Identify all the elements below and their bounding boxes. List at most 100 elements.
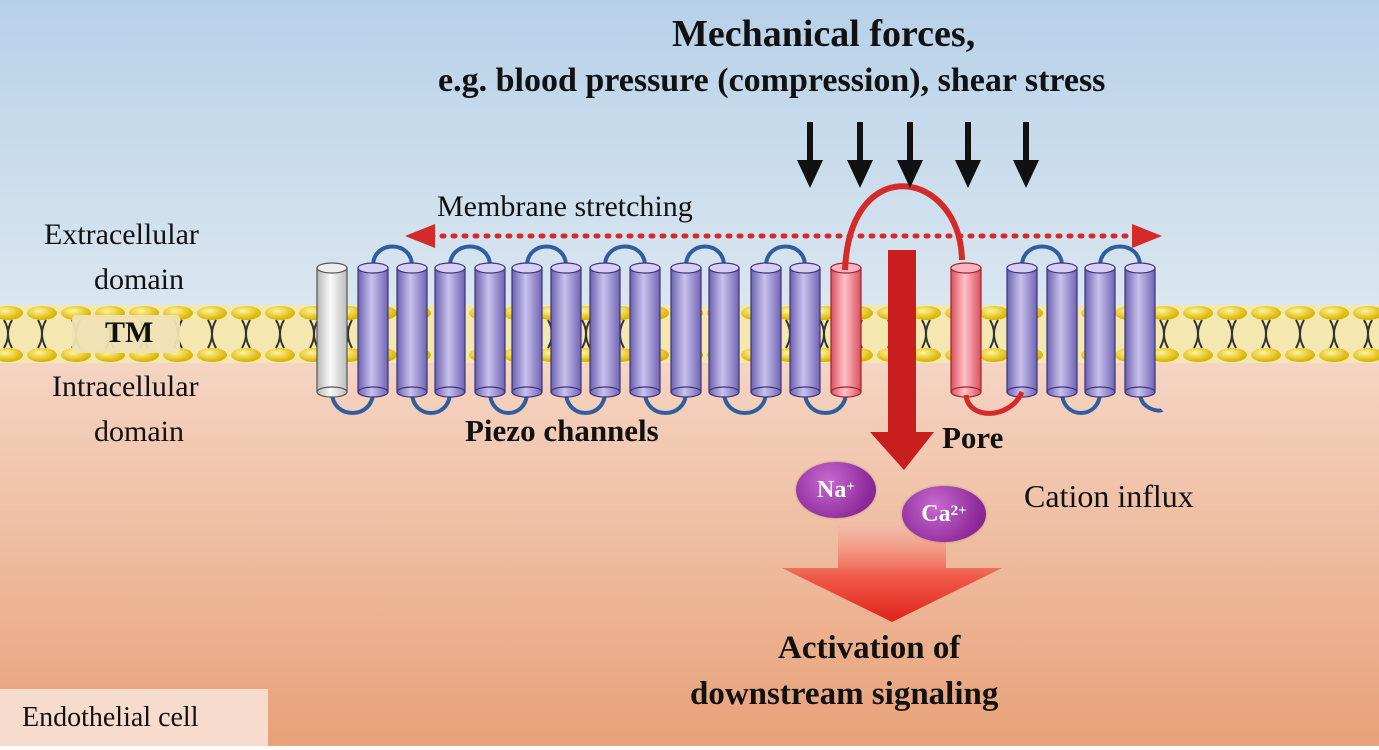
lipid-head-upper [197,306,227,320]
stretch-arrowhead-left [405,224,435,248]
helix-top-cap [708,262,740,274]
helix-body [434,267,466,393]
title-line-1: Mechanical forces, [672,13,976,55]
sodium-ion: Na+ [796,462,876,518]
lipid-tail [989,319,999,349]
helix-bottom-cap [1046,386,1078,398]
force-arrowhead [897,160,923,188]
lipid-tail [1193,319,1203,349]
force-arrowhead [1013,160,1039,188]
lipid-head-upper [1183,306,1213,320]
force-arrow-shaft [1023,122,1029,166]
helix-body [1046,267,1078,393]
extracellular-loop [371,244,414,267]
tm-label-background [72,315,180,353]
lipid-head-lower [1353,348,1379,362]
lipid-tail [1329,319,1339,349]
lipid-tail [241,319,251,349]
helix-body [1124,267,1156,393]
transmembrane-helix [629,262,661,398]
helix-body [670,267,702,393]
pore-label: Pore [942,420,1004,455]
helix-top-cap [550,262,582,274]
lipid-head-lower [0,348,23,362]
intracellular-label-line-2: domain [94,415,184,448]
mechanical-force-arrows [797,122,1039,188]
helix-bottom-cap [670,386,702,398]
lipid-tail [207,319,217,349]
lipid-head-lower [911,348,941,362]
lipid-head-upper [0,306,23,320]
helix-top-cap [589,262,621,274]
force-arrow [847,122,873,188]
helix-body [1006,267,1038,393]
helix-bottom-cap [629,386,661,398]
anchor-helix [316,262,348,398]
extracellular-loop [448,244,492,267]
force-arrow-shaft [857,122,863,166]
lipid-head-lower [1149,348,1179,362]
intracellular-loop [1060,391,1102,415]
helix-bottom-cap [830,386,862,398]
lipid-head-lower [231,348,261,362]
lipid-head-lower [27,348,57,362]
force-arrow-shaft [907,122,913,166]
lipid-tail [1363,319,1373,349]
helix-loops [330,244,1164,415]
lipid-tail [3,319,13,349]
helix-body [396,267,428,393]
transmembrane-helix [434,262,466,398]
lipid-head-upper [27,306,57,320]
helix-top-cap [670,262,702,274]
helix-bottom-cap [357,386,389,398]
lipid-head-lower [979,348,1009,362]
helix-body [1084,267,1116,393]
intracellular-loop [488,391,529,415]
extracellular-label-line-2: domain [94,263,184,296]
transmembrane-helix [357,262,389,398]
pore-helix [830,262,862,398]
helices [316,262,1156,398]
extracellular-loop [764,244,807,267]
stretch-arrowhead-right [1132,224,1162,248]
force-arrowhead [955,160,981,188]
helix-top-cap [629,262,661,274]
pore-bottom-loop [963,390,1025,416]
extracellular-loop [603,244,647,267]
helix-bottom-cap [511,386,543,398]
lipid-tail [1227,319,1237,349]
piezo-channels-label: Piezo channels [465,413,659,448]
lipid-head-upper [1251,306,1281,320]
helix-top-cap [1046,262,1078,274]
helix-bottom-cap [1124,386,1156,398]
transmembrane-helix [1006,262,1038,398]
helix-bottom-cap [396,386,428,398]
helix-bottom-cap [434,386,466,398]
intracellular-loop [330,391,375,415]
helix-top-cap [357,262,389,274]
helix-body [589,267,621,393]
force-arrow [897,122,923,188]
helix-bottom-cap [708,386,740,398]
lipid-tail [819,319,829,349]
helix-top-cap [1084,262,1116,274]
helix-bottom-cap [750,386,782,398]
title-line-2: e.g. blood pressure (compression), shear… [438,62,1106,99]
intracellular-loop [410,391,452,415]
lipid-head-lower [1285,348,1315,362]
pore-helix [950,262,982,398]
transmembrane-helix [589,262,621,398]
helix-bottom-cap [1084,386,1116,398]
helix-body [950,267,982,393]
lipid-tail [37,319,47,349]
transmembrane-helix [511,262,543,398]
helix-bottom-cap [550,386,582,398]
activation-label-line-2: downstream signaling [690,676,999,712]
helix-top-cap [474,262,506,274]
lipid-head-lower [265,348,295,362]
helix-body [708,267,740,393]
lipid-head-upper [231,306,261,320]
pore-influx-arrow [870,250,934,470]
